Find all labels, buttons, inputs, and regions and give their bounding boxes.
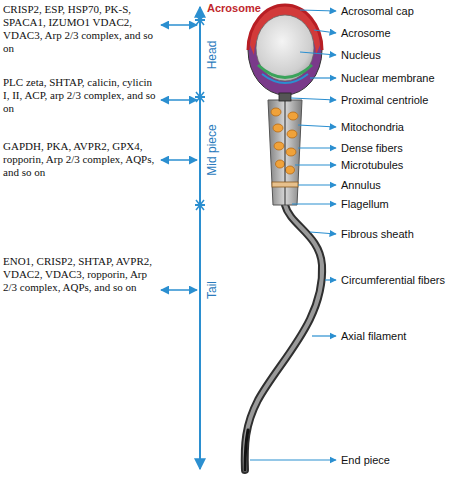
part-label: Acrosomal cap <box>341 5 414 18</box>
part-label: Nucleus <box>341 49 381 62</box>
part-label: Flagellum <box>341 198 389 211</box>
segment-label: Acrosome <box>207 2 261 15</box>
part-label: Proximal centriole <box>341 94 428 107</box>
segment-label: Tail <box>205 281 219 299</box>
part-label: Fibrous sheath <box>341 228 414 241</box>
protein-list: CRISP2, ESP, HSP70, PK-S, SPACA1, IZUMO1… <box>3 3 158 55</box>
segment-label: Head <box>205 41 219 70</box>
part-label: Acrosome <box>341 27 391 40</box>
protein-list: PLC zeta, SHTAP, calicin, cylicin I, II,… <box>3 76 158 115</box>
protein-list: ENO1, CRISP2, SHTAP, AVPR2, VDAC2, VDAC3… <box>3 255 158 294</box>
part-label: Mitochondria <box>341 121 404 134</box>
part-label: Axial filament <box>341 330 406 343</box>
part-label: Annulus <box>341 179 381 192</box>
part-label: Dense fibers <box>341 142 403 155</box>
part-label: End piece <box>341 454 390 467</box>
part-label: Microtubules <box>341 159 403 172</box>
part-label: Nuclear membrane <box>341 72 435 85</box>
segment-label: Mid piece <box>205 124 219 175</box>
part-label: Circumferential fibers <box>341 274 445 287</box>
protein-list: GAPDH, PKA, AVPR2, GPX4, ropporin, Arp 2… <box>3 140 158 179</box>
